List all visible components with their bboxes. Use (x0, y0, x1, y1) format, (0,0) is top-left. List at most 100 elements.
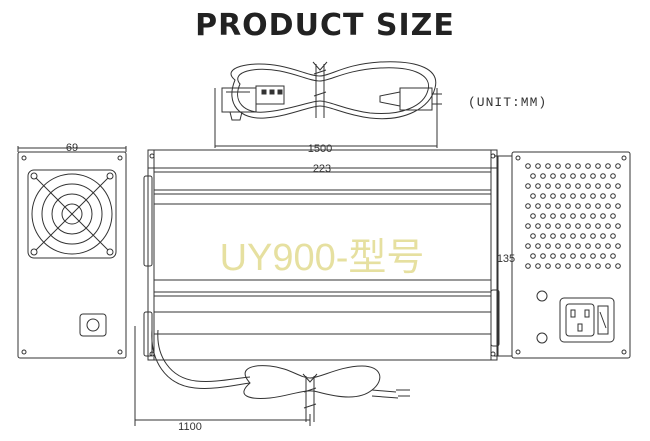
vent-hole (560, 233, 566, 239)
vent-hole (595, 223, 601, 229)
vent-hole (555, 223, 561, 229)
vent-hole (555, 183, 561, 189)
vent-hole (565, 243, 571, 249)
vent-hole (575, 243, 581, 249)
dim-height-label: 135 (497, 253, 515, 265)
dim-body-length-label: 223 (313, 163, 331, 175)
vent-hole (530, 193, 536, 199)
bottom-cable-drawing (134, 326, 410, 426)
vent-hole (550, 173, 556, 179)
vent-hole (615, 203, 621, 209)
vent-hole (605, 223, 611, 229)
vent-hole (540, 193, 546, 199)
vent-hole (600, 173, 606, 179)
vent-hole (575, 203, 581, 209)
vent-hole (615, 223, 621, 229)
vent-hole (565, 163, 571, 169)
unit-note: (UNIT:MM) (468, 95, 548, 110)
vent-hole (550, 253, 556, 259)
vent-hole (605, 243, 611, 249)
vent-hole (535, 243, 541, 249)
vent-hole (575, 183, 581, 189)
vent-hole (535, 203, 541, 209)
vent-hole (575, 223, 581, 229)
vent-hole (540, 233, 546, 239)
vent-hole (545, 163, 551, 169)
vent-hole (530, 173, 536, 179)
vent-hole (525, 163, 531, 169)
side-view-fan (17, 146, 127, 359)
vent-hole (565, 183, 571, 189)
dim-side-width-label: 69 (66, 142, 78, 154)
vent-hole (555, 163, 561, 169)
vent-hole (590, 253, 596, 259)
vent-hole (535, 263, 541, 269)
vent-hole (565, 203, 571, 209)
vent-hole (585, 223, 591, 229)
vent-hole (615, 163, 621, 169)
vent-hole (545, 243, 551, 249)
vent-hole (570, 173, 576, 179)
vent-hole (550, 233, 556, 239)
vent-hole (590, 173, 596, 179)
vent-hole (610, 173, 616, 179)
vent-hole (525, 203, 531, 209)
top-cable-drawing (214, 61, 442, 148)
vent-hole (600, 193, 606, 199)
vent-hole (560, 173, 566, 179)
vent-hole (565, 223, 571, 229)
vent-hole (575, 163, 581, 169)
vent-hole (580, 193, 586, 199)
vent-hole (580, 213, 586, 219)
vent-hole (545, 183, 551, 189)
vent-hole (540, 213, 546, 219)
vent-hole (570, 213, 576, 219)
vent-hole (610, 233, 616, 239)
vent-hole (545, 223, 551, 229)
vent-hole (580, 233, 586, 239)
vent-hole (530, 233, 536, 239)
vent-hole (555, 203, 561, 209)
vent-hole (585, 183, 591, 189)
vent-hole (525, 223, 531, 229)
vent-hole (530, 213, 536, 219)
vent-hole (530, 253, 536, 259)
vent-hole (615, 183, 621, 189)
page-title: PRODUCT SIZE (195, 8, 455, 43)
dim-cable-top-label: 1500 (308, 143, 332, 155)
dim-cable-bottom-label: 1100 (178, 421, 202, 433)
vent-hole (590, 213, 596, 219)
vent-hole (525, 183, 531, 189)
vent-hole (575, 263, 581, 269)
vent-hole (615, 243, 621, 249)
vent-hole (535, 223, 541, 229)
vent-hole (545, 203, 551, 209)
vent-hole (605, 183, 611, 189)
vent-hole (555, 263, 561, 269)
vent-hole (585, 263, 591, 269)
vent-hole (565, 263, 571, 269)
vent-hole (595, 163, 601, 169)
vent-hole (570, 253, 576, 259)
vent-hole (585, 163, 591, 169)
vent-hole (540, 253, 546, 259)
vent-hole (560, 213, 566, 219)
vent-hole (595, 263, 601, 269)
vent-hole (550, 213, 556, 219)
vent-hole (590, 233, 596, 239)
vent-hole (595, 183, 601, 189)
vent-hole (560, 253, 566, 259)
main-body-drawing (143, 149, 500, 361)
end-view-inlet (494, 151, 631, 359)
vent-hole (535, 183, 541, 189)
vent-hole (615, 263, 621, 269)
vent-hole (570, 193, 576, 199)
vent-hole (610, 253, 616, 259)
vent-hole (590, 193, 596, 199)
vent-hole (610, 213, 616, 219)
vent-hole (540, 173, 546, 179)
vent-hole (595, 203, 601, 209)
vent-hole (585, 243, 591, 249)
